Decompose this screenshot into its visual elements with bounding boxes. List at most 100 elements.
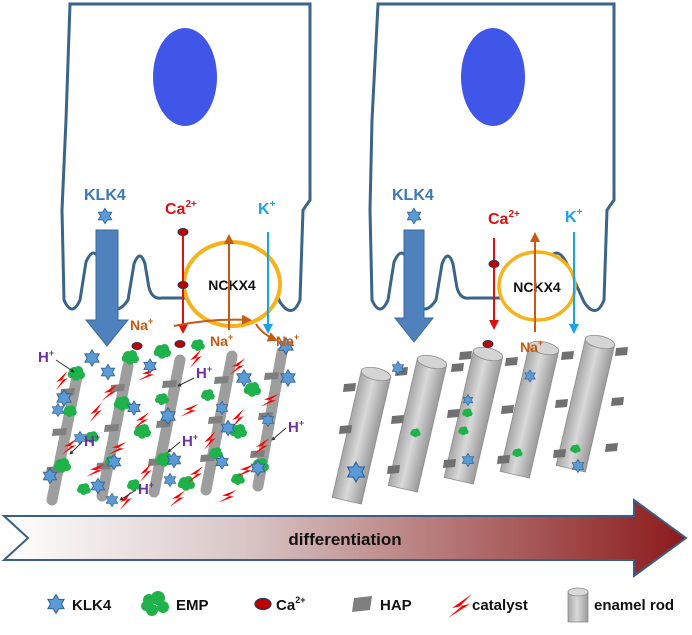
emp-blob-icon xyxy=(570,444,581,454)
emp-lobe xyxy=(410,431,415,436)
left-klk4-secretion: KLK4 xyxy=(84,187,130,347)
emp-lobe xyxy=(191,343,197,349)
left-catalyst-bolts xyxy=(55,348,279,511)
klk4-star-icon xyxy=(391,360,405,376)
left-nucleus xyxy=(153,28,217,126)
emp-blob-icon xyxy=(153,344,171,359)
rod-body xyxy=(331,370,392,505)
emp-lobe xyxy=(53,462,62,471)
left-proton-arrows xyxy=(55,359,287,501)
emp-blob-icon xyxy=(410,428,421,438)
emp-blob-icon xyxy=(133,424,151,439)
klk4-star-icon xyxy=(143,358,157,374)
klk4-star-icon xyxy=(100,363,116,381)
left-na-label-a: Na+ xyxy=(130,316,153,333)
left-klk4-label: KLK4 xyxy=(84,187,126,204)
hap-crystal-icon xyxy=(52,428,67,436)
legend-klk4-star-icon xyxy=(47,593,65,615)
emp-lobe xyxy=(85,435,91,441)
catalyst-bolt-icon xyxy=(253,438,270,455)
emp-blob-icon xyxy=(53,458,71,473)
right-hap-crystals xyxy=(339,347,628,474)
legend-catalyst-label: catalyst xyxy=(472,597,528,614)
emp-blob-icon xyxy=(201,389,215,401)
klk4-star-icon xyxy=(524,369,536,383)
legend-klk4-label: KLK4 xyxy=(72,597,112,614)
emp-lobe xyxy=(155,397,161,403)
emp-blob-icon xyxy=(127,479,141,491)
emp-lobe xyxy=(462,411,467,416)
klk4-star-icon xyxy=(51,402,65,418)
klk4-star-icon xyxy=(346,461,366,483)
emp-blob-icon xyxy=(229,424,247,439)
differentiation-arrow-shape xyxy=(1,498,688,578)
emp-blob-icon xyxy=(243,382,261,397)
right-klk4-arrow xyxy=(393,229,435,343)
emp-blob-icon xyxy=(63,405,77,417)
emp-lobe xyxy=(570,447,575,452)
emp-lobe xyxy=(177,480,186,489)
left-calcium-ion-icon xyxy=(131,342,143,350)
klk4-star-icon xyxy=(215,454,229,470)
legend-hap-crystal-icon xyxy=(352,596,372,612)
emp-lobe xyxy=(133,428,142,437)
emp-blob-icon xyxy=(462,408,473,418)
hap-crystal-icon xyxy=(561,351,574,360)
proton-label: H+ xyxy=(138,480,154,498)
emp-blob-icon xyxy=(209,447,223,459)
proton-label: H+ xyxy=(196,364,212,382)
emp-blob-icon xyxy=(177,476,195,491)
hap-crystal-icon xyxy=(497,455,510,464)
klk4-star-icon xyxy=(106,453,122,471)
differentiation-arrow: differentiation xyxy=(1,498,688,578)
hap-crystal-icon xyxy=(387,465,400,474)
catalyst-bolt-icon xyxy=(119,490,132,511)
klk4-star-icon xyxy=(166,451,182,469)
rod-top xyxy=(528,340,560,356)
left-klk4-star-icon xyxy=(97,207,113,225)
hap-crystal-icon xyxy=(264,372,279,380)
hap-crystal-icon xyxy=(250,450,265,458)
emp-lobe xyxy=(67,370,76,379)
catalyst-bolt-icon xyxy=(133,412,150,429)
left-calcium-ion-icon xyxy=(177,228,189,236)
emp-lobe xyxy=(201,393,207,399)
klk4-star-icon xyxy=(571,458,585,474)
hap-crystal-icon xyxy=(501,405,514,414)
emp-lobe xyxy=(153,348,162,357)
hap-crystal-icon xyxy=(110,384,125,392)
catalyst-bolt-icon xyxy=(138,367,157,381)
catalyst-bolt-icon xyxy=(101,384,118,401)
klk4-star-icon xyxy=(462,393,474,407)
emp-lobe xyxy=(121,354,130,363)
right-nucleus xyxy=(461,28,525,126)
legend-hap-label: HAP xyxy=(380,597,412,614)
catalyst-bolt-icon xyxy=(260,393,279,407)
klk4-star-icon xyxy=(261,412,275,428)
emp-lobe xyxy=(458,429,463,434)
klk4-star-icon xyxy=(250,459,266,477)
hap-crystal-icon xyxy=(208,416,223,424)
catalyst-bolt-icon xyxy=(189,348,202,369)
hap-crystal-icon xyxy=(214,376,229,384)
klk4-star-icon xyxy=(461,452,475,468)
hap-crystal-icon xyxy=(391,415,404,424)
proton-label: H+ xyxy=(182,432,198,450)
emp-lobe xyxy=(512,451,517,456)
emp-blob-icon xyxy=(231,473,245,485)
catalyst-bolt-icon xyxy=(108,441,127,455)
left-cell xyxy=(60,2,312,312)
right-klk4-stars xyxy=(346,360,585,483)
emp-lobe xyxy=(63,409,69,415)
proton-label: H+ xyxy=(84,432,100,450)
hap-crystal-icon xyxy=(162,380,177,388)
emp-blob-icon xyxy=(113,396,131,411)
rod-top xyxy=(360,366,392,382)
klk4-star-icon xyxy=(215,400,229,416)
klk4-star-icon xyxy=(160,406,176,426)
catalyst-bolt-icon xyxy=(236,463,255,477)
right-enamel-rod xyxy=(331,366,392,505)
left-k-label: K+ xyxy=(258,199,276,218)
